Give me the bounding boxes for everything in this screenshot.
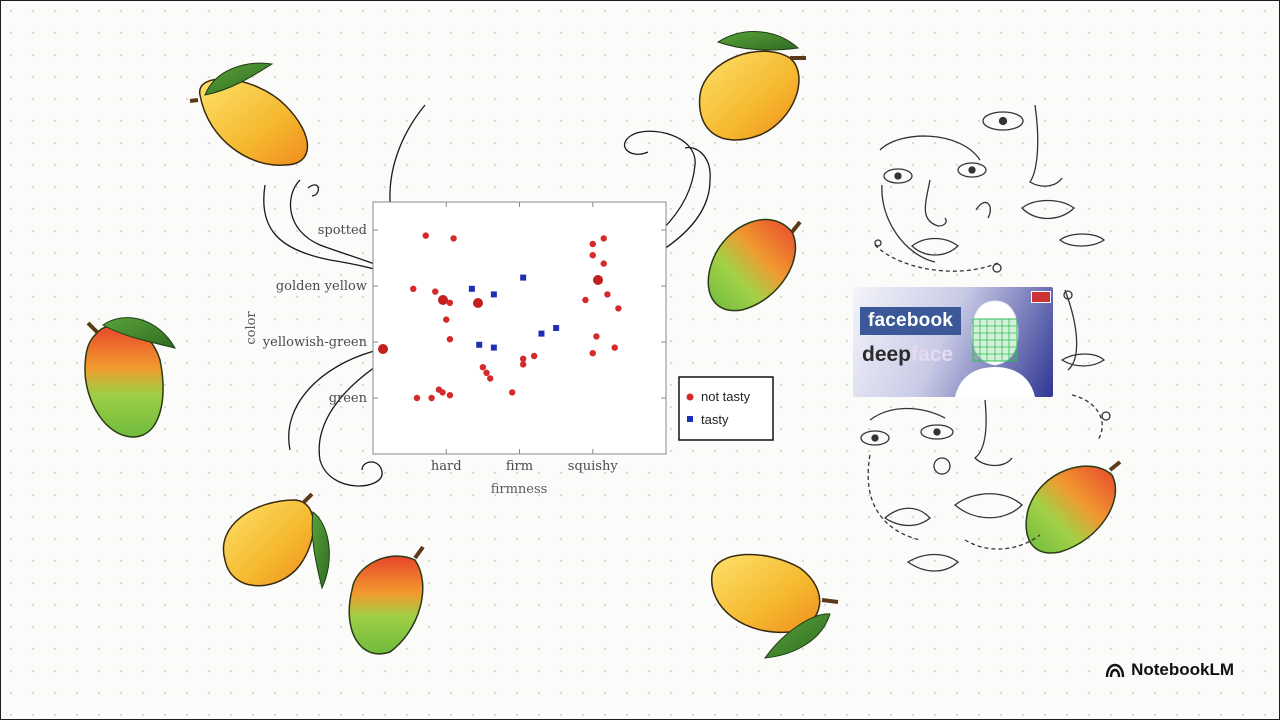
point-not-tasty — [582, 296, 589, 304]
point-not-tasty — [600, 260, 607, 267]
point-not-tasty — [479, 364, 487, 371]
point-tasty — [520, 274, 527, 281]
point-not-tasty — [422, 232, 429, 239]
highlight-marker-hard-left — [438, 295, 448, 305]
mango-right-bottom-tricolor — [1025, 460, 1122, 554]
legend-marker-not-tasty — [686, 393, 694, 401]
facebook-deepface-card: facebook deepface — [853, 287, 1053, 397]
notebooklm-logo-icon — [1105, 663, 1125, 678]
mango-bottom-left-yellow — [222, 492, 330, 590]
face-grid-icon — [955, 293, 1035, 397]
point-not-tasty — [446, 299, 454, 306]
point-not-tasty — [410, 285, 417, 292]
x-tick-label: squishy — [568, 459, 619, 474]
legend-label-not-tasty: not tasty — [701, 389, 751, 404]
point-tasty — [490, 291, 497, 298]
point-tasty — [468, 285, 475, 292]
y-tick-label: green — [329, 391, 368, 406]
y-tick-label: yellowish-green — [262, 335, 368, 350]
y-tick-label: golden yellow — [276, 279, 367, 294]
highlight-marker-squishy — [593, 275, 603, 285]
point-not-tasty — [530, 352, 538, 360]
mango-right-tricolor — [707, 218, 802, 312]
mango-top-left — [189, 62, 309, 166]
point-not-tasty — [611, 344, 618, 351]
point-not-tasty — [589, 350, 596, 357]
point-not-tasty — [600, 235, 607, 242]
point-tasty — [490, 344, 497, 351]
x-axis-title: firmness — [491, 482, 548, 497]
x-axis-ticks: hard firm squishy — [431, 202, 618, 474]
brand-name: NotebookLM — [1131, 660, 1234, 679]
deepface-wordmark: deepface — [862, 343, 953, 367]
y-axis-title: color — [244, 311, 259, 345]
deepface-word-deep: deep — [862, 343, 912, 366]
chart-legend: not tasty tasty — [678, 376, 774, 441]
point-not-tasty — [519, 355, 527, 362]
point-not-tasty — [450, 235, 457, 242]
point-not-tasty — [519, 361, 527, 368]
highlight-marker-hard-right — [473, 298, 483, 308]
mango-bottom-center-tricolor — [348, 545, 425, 655]
plot-frame — [372, 201, 667, 455]
point-not-tasty — [446, 336, 454, 343]
point-not-tasty — [483, 369, 490, 376]
legend-label-tasty: tasty — [701, 412, 729, 427]
data-points — [410, 232, 622, 402]
point-not-tasty — [589, 240, 596, 248]
mango-bottom-right-yellow — [711, 553, 839, 659]
x-tick-label: hard — [431, 459, 462, 474]
point-not-tasty — [615, 305, 622, 312]
point-not-tasty — [589, 252, 596, 259]
point-not-tasty — [446, 392, 454, 399]
point-tasty — [476, 341, 483, 348]
legend-marker-tasty — [687, 416, 693, 422]
y-tick-label: spotted — [318, 223, 367, 238]
point-not-tasty — [428, 394, 435, 402]
facebook-wordmark: facebook — [860, 307, 962, 335]
point-tasty — [538, 330, 545, 337]
scatter-chart: green yellowish-green golden yellow spotted… — [244, 201, 667, 497]
point-not-tasty — [443, 316, 450, 323]
notebooklm-brand: NotebookLM — [1105, 660, 1234, 680]
mango-top-right — [698, 31, 806, 141]
point-not-tasty — [435, 386, 443, 393]
badge-icon — [1031, 291, 1051, 303]
point-not-tasty — [413, 394, 421, 402]
legend-box — [678, 376, 774, 441]
point-not-tasty — [487, 375, 494, 382]
mango-left-tricolor — [84, 317, 177, 438]
x-tick-label: firm — [506, 459, 533, 474]
point-not-tasty — [604, 291, 611, 298]
point-not-tasty — [432, 288, 439, 295]
highlight-marker-yellowish-green — [378, 344, 388, 354]
point-tasty — [553, 325, 560, 331]
point-not-tasty — [508, 389, 516, 396]
point-not-tasty — [593, 333, 600, 340]
deepface-word-face: face — [911, 343, 954, 366]
y-axis-ticks: green yellowish-green golden yellow spotted — [262, 223, 666, 406]
face-sketches — [860, 104, 1111, 572]
